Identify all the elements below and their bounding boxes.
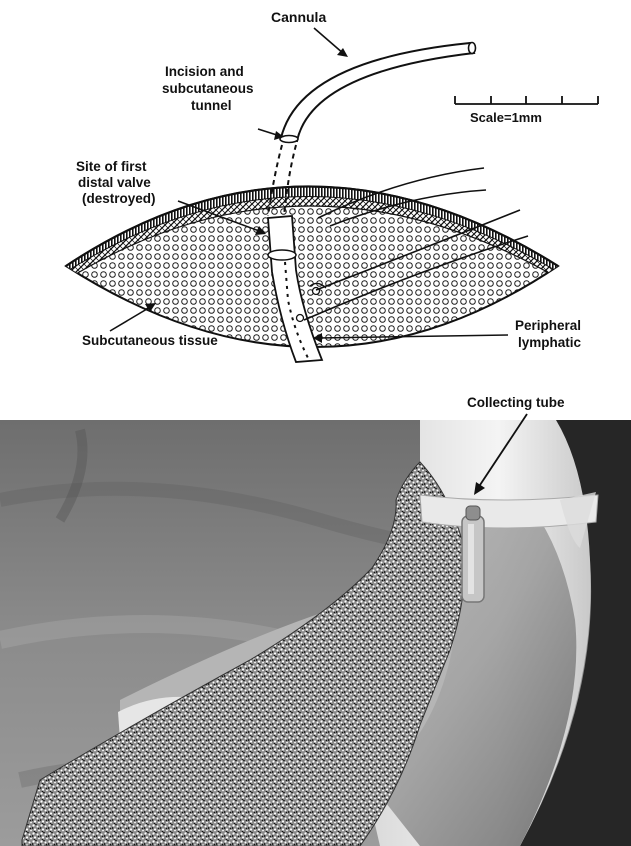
peripheral-lymphatic-label: Peripheral lymphatic bbox=[515, 318, 582, 350]
foot-photograph bbox=[0, 420, 631, 846]
skin-cross-section bbox=[66, 187, 558, 348]
cannula-label: Cannula bbox=[271, 9, 326, 25]
site-label-line2: distal valve bbox=[78, 175, 151, 190]
incision-label-line3: tunnel bbox=[191, 98, 232, 113]
collecting-tube bbox=[462, 506, 484, 602]
scale-bar bbox=[455, 96, 598, 104]
subcutaneous-tissue-label: Subcutaneous tissue bbox=[82, 333, 218, 348]
peripheral-label-line2: lymphatic bbox=[518, 335, 582, 350]
incision-label: Incision and subcutaneous tunnel bbox=[162, 64, 254, 113]
tissue-leader-line bbox=[110, 306, 152, 331]
cannula-leader-line bbox=[314, 28, 344, 54]
site-label: Site of first distal valve (destroyed) bbox=[76, 159, 156, 206]
incision-label-line2: subcutaneous bbox=[162, 81, 254, 96]
collecting-tube-label: Collecting tube bbox=[467, 395, 565, 410]
site-label-line1: Site of first bbox=[76, 159, 147, 174]
site-label-line3: (destroyed) bbox=[82, 191, 156, 206]
incision-label-line1: Incision and bbox=[165, 64, 244, 79]
peripheral-label-line1: Peripheral bbox=[515, 318, 581, 333]
scale-label: Scale=1mm bbox=[470, 110, 542, 125]
